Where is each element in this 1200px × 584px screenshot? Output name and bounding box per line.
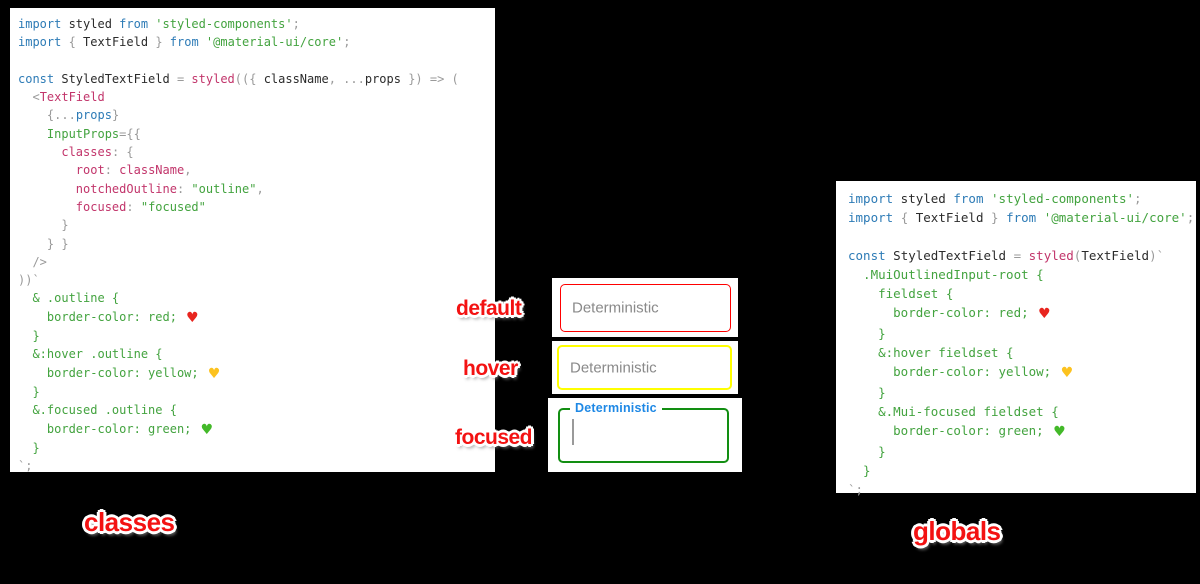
code-line: /> [18,254,47,269]
label-hover: hover [463,357,518,380]
code-line: focused: "focused" [75,199,206,214]
code-line: & .outline { [18,291,120,306]
code-line: {...props} [46,108,120,123]
code-line [18,52,491,70]
code-line: const StyledTextField = styled(TextField… [848,248,1165,263]
label-focused: focused [455,426,533,449]
green-heart-icon: ♥ [200,421,214,438]
textfield-placeholder: Deterministic [572,299,659,317]
code-line: } [18,218,69,233]
yellow-heart-icon: ♥ [1060,365,1074,381]
code-line: InputProps={{ [46,126,141,141]
code-line: } [18,384,40,399]
code-block-classes: import styled from 'styled-components'; i… [10,8,495,474]
textfield-card-hover: Deterministic [552,341,738,394]
textfield-card-default: Deterministic [552,278,738,337]
code-line: } [18,329,40,344]
textfield-focused[interactable]: Deterministic [558,401,729,463]
red-heart-icon: ♥ [1038,306,1051,322]
code-line: import { TextField } from '@material-ui/… [18,35,351,50]
text-cursor-icon [572,419,574,445]
code-line: border-color: red; ♥ [848,305,1051,322]
code-line: &:hover .outline { [18,347,163,362]
code-line: import styled from 'styled-components'; [848,191,1142,206]
code-line: ))` [18,273,40,288]
code-line: &.focused .outline { [18,403,177,418]
code-line: } [848,385,886,400]
red-heart-icon: ♥ [186,309,199,326]
code-line: } [18,440,40,455]
textfield-default[interactable]: Deterministic [560,284,731,332]
code-line: border-color: green; ♥ [848,423,1066,440]
yellow-heart-icon: ♥ [207,365,221,382]
textfield-hover[interactable]: Deterministic [557,345,732,390]
green-heart-icon: ♥ [1053,424,1066,440]
label-default: default [456,297,522,320]
code-line: import { TextField } from '@material-ui/… [848,210,1195,225]
code-line: const StyledTextField = styled(({ classN… [18,71,459,86]
code-block-globals: import styled from 'styled-components'; i… [836,181,1196,497]
code-line: root: className, [75,163,192,178]
code-line: border-color: yellow; ♥ [18,365,221,382]
code-line: &.Mui-focused fieldset { [848,404,1059,419]
caption-globals: globals [913,516,1001,546]
textfield-floating-label: Deterministic [570,401,662,415]
textfield-card-focused: Deterministic [548,398,742,472]
textfield-placeholder: Deterministic [570,359,657,376]
code-line: .MuiOutlinedInput-root { [848,267,1044,282]
code-line: border-color: yellow; ♥ [848,364,1074,381]
code-line: <TextField [32,90,105,105]
code-line: import styled from 'styled-components'; [18,17,300,31]
caption-classes: classes [84,507,175,537]
code-line: fieldset { [848,286,954,301]
code-line: border-color: green; ♥ [18,421,214,438]
code-line: `; [848,482,864,497]
code-line: classes: { [61,145,134,160]
code-line: notchedOutline: "outline", [75,181,264,196]
code-line: border-color: red; ♥ [18,309,199,326]
code-line: &:hover fieldset { [848,345,1014,360]
code-line: } } [18,236,69,251]
code-line: } [848,326,886,341]
code-line: `; [18,459,33,474]
code-line: } [848,444,886,459]
code-line [848,227,1192,246]
code-line: } [848,463,871,478]
